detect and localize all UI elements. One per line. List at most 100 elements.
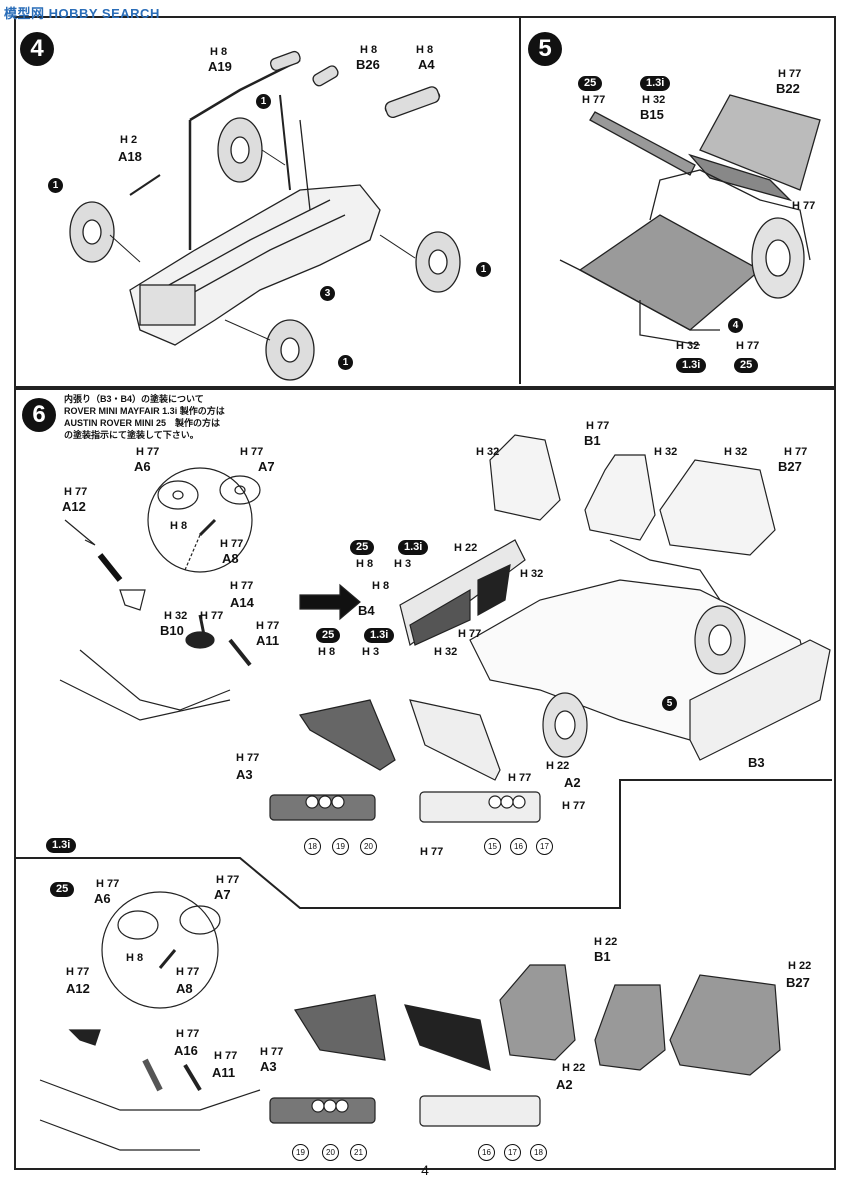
part-number: 19 xyxy=(332,838,349,855)
b26-label: B26 xyxy=(356,57,380,72)
callout-3: 3 xyxy=(320,286,335,301)
lower-b27-label: B27 xyxy=(786,975,810,990)
b10-code-2: H 77 xyxy=(200,610,224,622)
callout-1: 1 xyxy=(338,355,353,370)
variant-13i-pill: 1.3i xyxy=(640,76,671,91)
b4-code: H 3 xyxy=(394,558,412,570)
a19-code: H 8 xyxy=(210,46,228,58)
callout-1: 1 xyxy=(256,94,271,109)
paint-note-line-4: の塗装指示にて塗装して下さい。 xyxy=(64,430,199,440)
b4-code: H 8 xyxy=(318,646,336,658)
b4-code: H 22 xyxy=(454,542,478,554)
b22-label: B22 xyxy=(776,81,800,96)
variant-13i-pill: 1.3i xyxy=(364,628,395,643)
side-code: H 77 xyxy=(792,200,816,212)
lower-a12-label: A12 xyxy=(66,981,90,996)
variant-25-pill: 25 xyxy=(578,76,603,91)
a8-code-2: H 77 xyxy=(220,538,244,550)
bottom-code-1: H 32 xyxy=(676,340,700,352)
b4-code: H 32 xyxy=(520,568,544,580)
b15-code-1: H 77 xyxy=(582,94,606,106)
b4-code: H 8 xyxy=(356,558,374,570)
lower-a7-code: H 77 xyxy=(216,874,240,886)
seat-code: H 32 xyxy=(724,446,748,458)
part-number: 17 xyxy=(504,1144,521,1161)
b10-code-1: H 32 xyxy=(164,610,188,622)
a12-label: A12 xyxy=(62,499,86,514)
paint-note-line-2: ROVER MINI MAYFAIR 1.3i 製作の方は xyxy=(64,406,225,416)
a2-label: A2 xyxy=(564,775,581,790)
callout-4: 4 xyxy=(728,318,743,333)
a8-code-1: H 8 xyxy=(170,520,188,532)
a11-label: A11 xyxy=(256,633,280,648)
part-number: 15 xyxy=(484,838,501,855)
step-6-number: 6 xyxy=(22,398,56,432)
b4-label: B4 xyxy=(358,603,375,618)
a2-code-2: H 77 xyxy=(508,772,532,784)
part-number: 16 xyxy=(478,1144,495,1161)
a7-code: H 77 xyxy=(240,446,264,458)
a18-code: H 2 xyxy=(120,134,138,146)
lower-a2-label: A2 xyxy=(556,1077,573,1092)
variant-13i-pill: 1.3i xyxy=(398,540,429,555)
b4-code: H 32 xyxy=(434,646,458,658)
lower-a16-label: A16 xyxy=(174,1043,198,1058)
a7-label: A7 xyxy=(258,459,275,474)
b3-label: B3 xyxy=(748,755,765,770)
lower-b27-code: H 22 xyxy=(788,960,812,972)
b4-code: H 3 xyxy=(362,646,380,658)
variant-13i-pill: 1.3i xyxy=(46,838,77,853)
lower-a12-code: H 77 xyxy=(66,966,90,978)
callout-1: 1 xyxy=(476,262,491,277)
b4-code: H 77 xyxy=(458,628,482,640)
seat-code: H 32 xyxy=(476,446,500,458)
lower-a8-code-1: H 8 xyxy=(126,952,144,964)
step-5-number: 5 xyxy=(528,32,562,66)
a12-code: H 77 xyxy=(64,486,88,498)
b10-label: B10 xyxy=(160,623,184,638)
b15-code-2: H 32 xyxy=(642,94,666,106)
callout-5: 5 xyxy=(662,696,677,711)
lower-b1-code: H 22 xyxy=(594,936,618,948)
b26-code: H 8 xyxy=(360,44,378,56)
b22-code: H 77 xyxy=(778,68,802,80)
lower-a3-code: H 77 xyxy=(260,1046,284,1058)
page-number: 4 xyxy=(421,1162,429,1178)
lower-a16-code: H 77 xyxy=(176,1028,200,1040)
b27-code: H 77 xyxy=(784,446,808,458)
a4-code: H 8 xyxy=(416,44,434,56)
a14-label: A14 xyxy=(230,595,254,610)
part-number: 20 xyxy=(360,838,377,855)
b1-code: H 77 xyxy=(586,420,610,432)
a2-code-1: H 22 xyxy=(546,760,570,772)
lower-a8-code-2: H 77 xyxy=(176,966,200,978)
b27-label: B27 xyxy=(778,459,802,474)
a3-code: H 77 xyxy=(236,752,260,764)
part-number: 16 xyxy=(510,838,527,855)
a4-label: A4 xyxy=(418,57,435,72)
a6-label: A6 xyxy=(134,459,151,474)
part-number: 18 xyxy=(304,838,321,855)
b15-label: B15 xyxy=(640,107,664,122)
part-number: 19 xyxy=(292,1144,309,1161)
a2-code-4: H 77 xyxy=(420,846,444,858)
variant-25-pill: 25 xyxy=(734,358,759,373)
step-4-number: 4 xyxy=(20,32,54,66)
a3-label: A3 xyxy=(236,767,253,782)
step4-5-frame xyxy=(14,16,836,388)
lower-a6-label: A6 xyxy=(94,891,111,906)
lower-a11-label: A11 xyxy=(212,1065,236,1080)
lower-a8-label: A8 xyxy=(176,981,193,996)
b4-code: H 8 xyxy=(372,580,390,592)
bottom-code-2: H 77 xyxy=(736,340,760,352)
a6-code: H 77 xyxy=(136,446,160,458)
variant-25-pill: 25 xyxy=(50,882,75,897)
part-number: 17 xyxy=(536,838,553,855)
a2-code-3: H 77 xyxy=(562,800,586,812)
b1-label: B1 xyxy=(584,433,601,448)
lower-a2-code: H 22 xyxy=(562,1062,586,1074)
seat-code: H 32 xyxy=(654,446,678,458)
variant-25-pill: 25 xyxy=(350,540,375,555)
variant-25-pill: 25 xyxy=(316,628,341,643)
